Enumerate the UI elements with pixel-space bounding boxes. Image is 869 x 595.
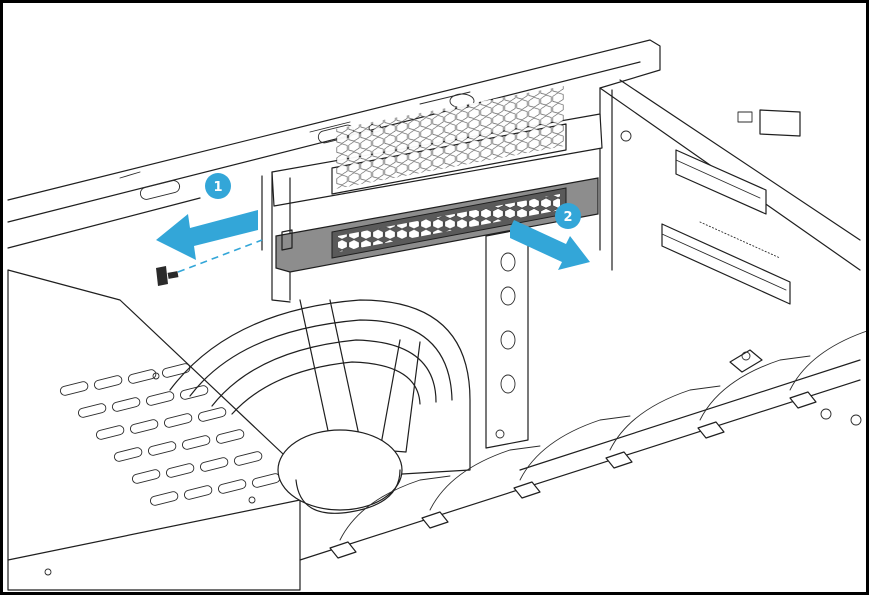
vent-slot	[163, 413, 193, 428]
bracket-cage	[261, 85, 603, 303]
floor-slot	[519, 415, 631, 481]
floor-tab	[697, 421, 725, 439]
vent-slot	[93, 375, 123, 390]
floor-slot	[429, 445, 541, 511]
vent-slot	[59, 381, 89, 396]
vent-slot	[217, 479, 247, 494]
pcie-slots	[661, 149, 791, 305]
vent-slot	[199, 457, 229, 472]
floor-tab	[789, 391, 817, 409]
vent-slot	[215, 429, 245, 444]
vent-slot	[129, 419, 159, 434]
vent-slot	[111, 397, 141, 412]
vent-slot	[149, 491, 179, 506]
vent-slot	[95, 425, 125, 440]
vent-slot	[131, 469, 161, 484]
floor-tab	[329, 541, 357, 559]
arrow-right-down-icon	[510, 220, 590, 270]
chassis-walls	[7, 39, 861, 271]
floor-slot	[609, 385, 721, 451]
floor-slot	[339, 475, 451, 541]
vent-slot	[183, 485, 213, 500]
vent-slot	[147, 441, 177, 456]
vent-slot	[77, 403, 107, 418]
vent-slot	[145, 391, 175, 406]
support-plate	[485, 227, 529, 449]
vent-slot	[197, 407, 227, 422]
vent-slot	[181, 435, 211, 450]
fan	[169, 299, 471, 514]
power-supply	[7, 269, 301, 591]
floor-slot	[699, 355, 811, 421]
screw-icon	[156, 239, 263, 286]
vent-slot	[233, 451, 263, 466]
floor-tab	[421, 511, 449, 529]
vent-slot	[165, 463, 195, 478]
arrow-left-icon	[156, 210, 258, 260]
step-badge-1: 1	[205, 173, 231, 199]
step-badge-2: 2	[555, 203, 581, 229]
vent-slot	[179, 385, 209, 400]
floor-tab	[605, 451, 633, 469]
floor-tab	[513, 481, 541, 499]
pcie-bracket	[275, 177, 599, 273]
step-number-1: 1	[213, 180, 222, 195]
step-number-2: 2	[563, 210, 572, 225]
chassis-floor	[299, 329, 869, 561]
vent-slot	[113, 447, 143, 462]
